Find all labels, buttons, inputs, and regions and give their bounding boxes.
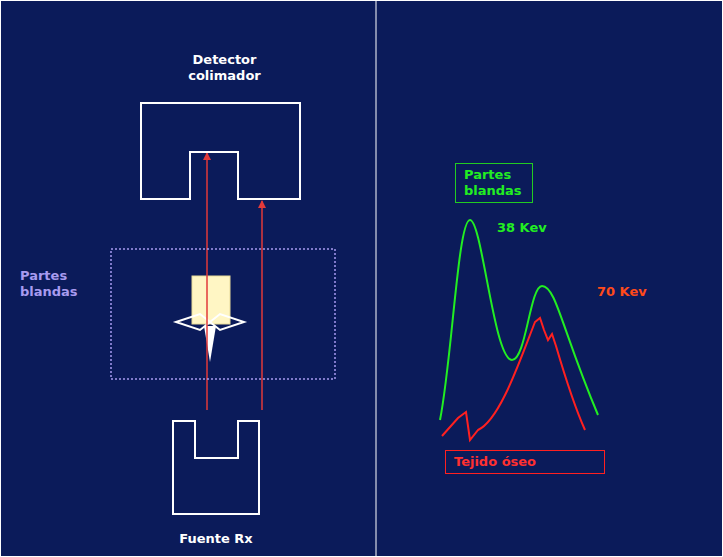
xray-source: Fuente Rx — [172, 420, 260, 515]
xray-beam — [206, 153, 208, 410]
divider — [376, 1, 377, 556]
node-text: Fuente Rx — [146, 531, 286, 547]
soft-tissue-region: Partes blandas — [110, 248, 336, 380]
bone-curve — [442, 318, 585, 440]
energy-label: 70 Kev — [597, 284, 647, 300]
soft-tissue-region-outline — [110, 248, 336, 380]
detector-collimator: Detector colimador — [140, 102, 301, 200]
bone-sample — [176, 276, 244, 362]
legend-box-soft: Partes blandas — [455, 163, 533, 203]
node-text: Partes blandas — [464, 167, 524, 199]
node-text: Partes blandas — [20, 268, 82, 300]
detector-collimator-outline — [140, 102, 301, 200]
soft-tissue-curve — [440, 220, 598, 420]
node-text: Tejido óseo — [454, 454, 596, 470]
xray-source-outline — [172, 420, 260, 515]
node-text: Detector colimador — [180, 52, 270, 84]
energy-label: 38 Kev — [497, 220, 547, 236]
legend-box-bone: Tejido óseo — [445, 450, 605, 474]
xray-beam — [261, 201, 263, 410]
